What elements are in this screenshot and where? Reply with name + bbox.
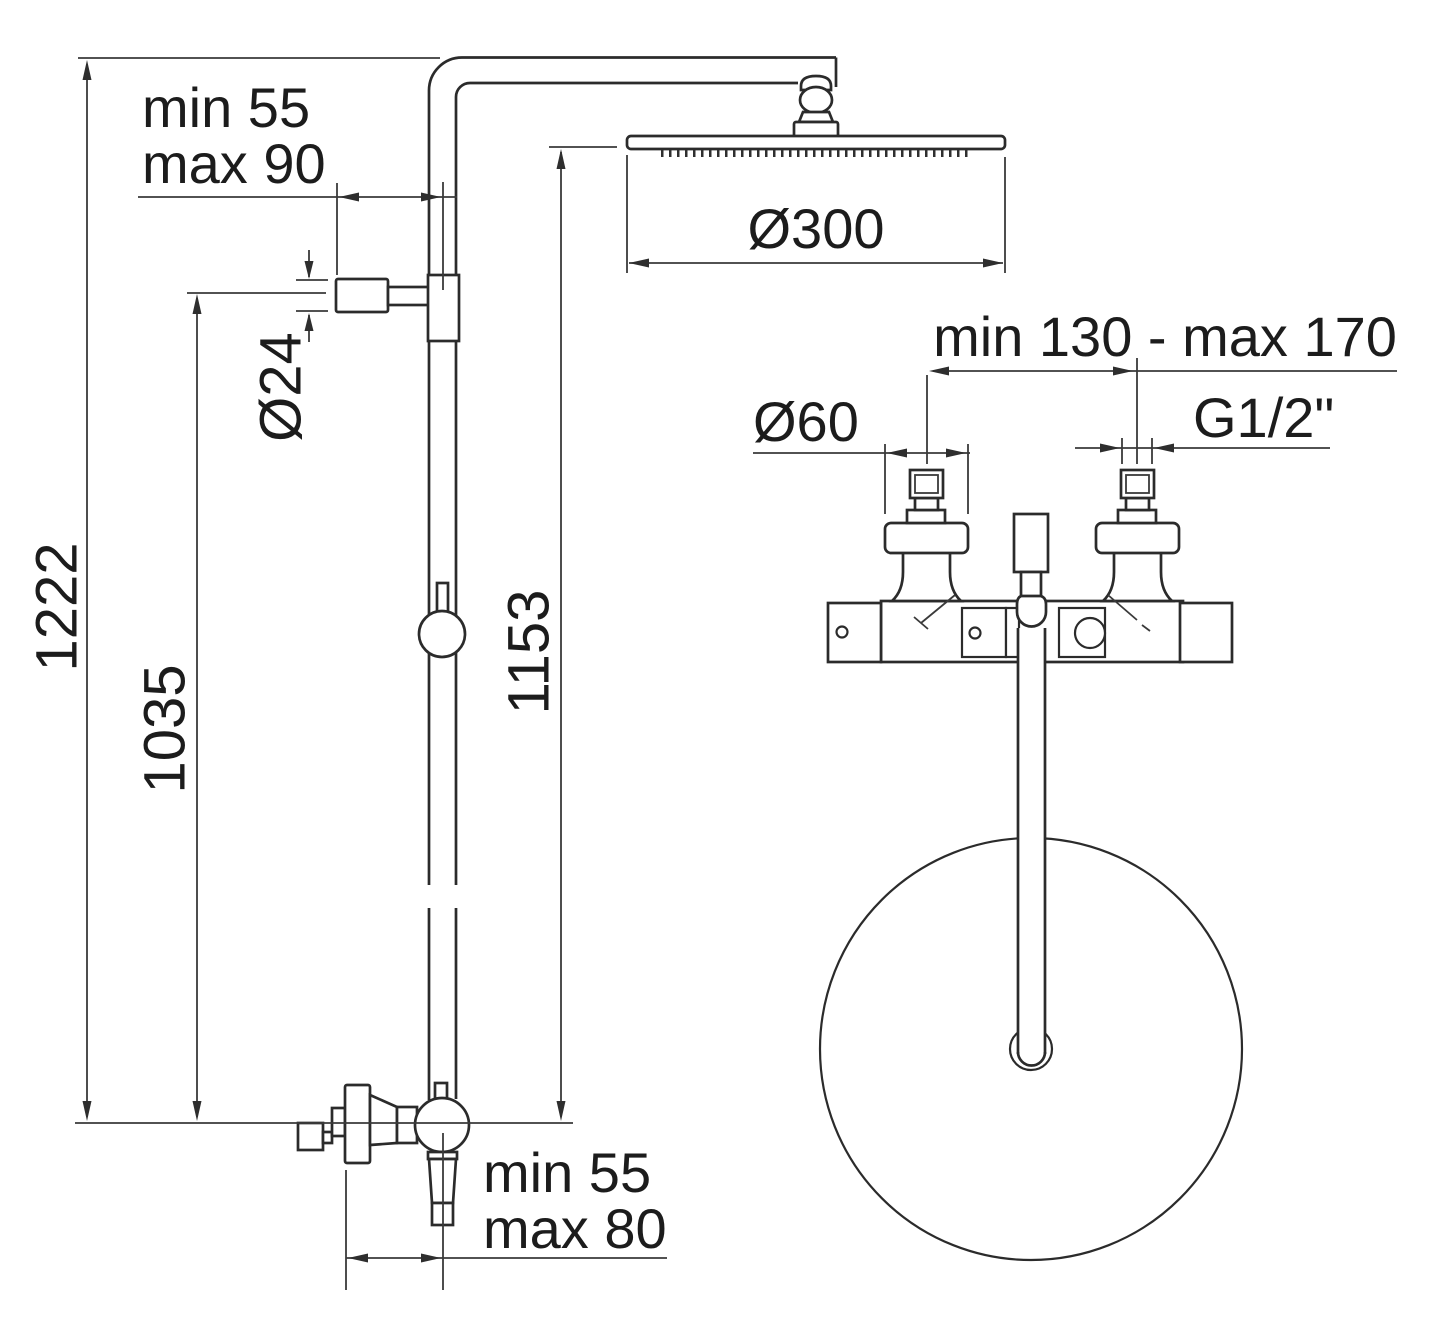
overhead-shower-side bbox=[625, 74, 1007, 157]
top-offset-min-label: min 55 bbox=[142, 76, 310, 139]
valve-body-ball bbox=[413, 1096, 471, 1154]
riser-pipe-front bbox=[1016, 628, 1047, 1067]
dimension-wall-offset-bottom: min 55 max 80 bbox=[345, 1133, 667, 1290]
dimension-wall-offset-top: min 55 max 90 bbox=[138, 76, 457, 290]
inlet-connector-left bbox=[883, 468, 970, 555]
top-offset-max-label: max 90 bbox=[142, 132, 326, 195]
diverter-knob-front bbox=[1073, 616, 1107, 650]
dimension-thread-size: G1/2" bbox=[1075, 386, 1334, 464]
shower-head-plate bbox=[625, 134, 1007, 151]
right-flow-mark bbox=[1107, 594, 1151, 632]
inlet-connector-right bbox=[1094, 468, 1181, 555]
shower-column bbox=[427, 56, 838, 1100]
bracket-height-label: 1035 bbox=[132, 664, 197, 793]
dimension-inlet-spacing: min 130 - max 170 bbox=[926, 305, 1397, 464]
hand-shower-valve-side bbox=[296, 1081, 471, 1227]
flange-diameter-label: Ø60 bbox=[753, 390, 859, 453]
screw-hole-center bbox=[968, 626, 982, 640]
bottom-offset-max-label: max 80 bbox=[483, 1197, 667, 1260]
valve-body-front bbox=[826, 550, 1234, 664]
front-view: min 130 - max 170 Ø60 G1/2" bbox=[753, 305, 1397, 1262]
left-flow-mark bbox=[913, 594, 956, 630]
wall-bracket bbox=[334, 273, 461, 343]
side-view: 1222 1035 1153 bbox=[24, 56, 1007, 1290]
bracket-diameter-label: Ø24 bbox=[248, 332, 313, 442]
screw-hole-left bbox=[835, 625, 849, 639]
head-diameter-label: Ø300 bbox=[748, 197, 885, 260]
head-height-label: 1153 bbox=[496, 590, 561, 715]
inlet-spacing-label: min 130 - max 170 bbox=[933, 305, 1397, 368]
dimension-head-height: 1153 bbox=[496, 146, 617, 1121]
dimension-overall-height: 1222 bbox=[24, 57, 440, 1121]
riser-top-front bbox=[1012, 512, 1050, 628]
dimension-head-diameter: Ø300 bbox=[626, 155, 1006, 273]
dimension-flange-diameter: Ø60 bbox=[753, 390, 970, 514]
dimension-bracket-height: 1035 bbox=[132, 292, 326, 1121]
slider-knob bbox=[417, 581, 467, 659]
bottom-offset-min-label: min 55 bbox=[483, 1141, 651, 1204]
overall-height-label: 1222 bbox=[24, 542, 89, 671]
thread-size-label: G1/2" bbox=[1193, 386, 1334, 449]
dimension-bracket-diameter: Ø24 bbox=[248, 250, 328, 442]
